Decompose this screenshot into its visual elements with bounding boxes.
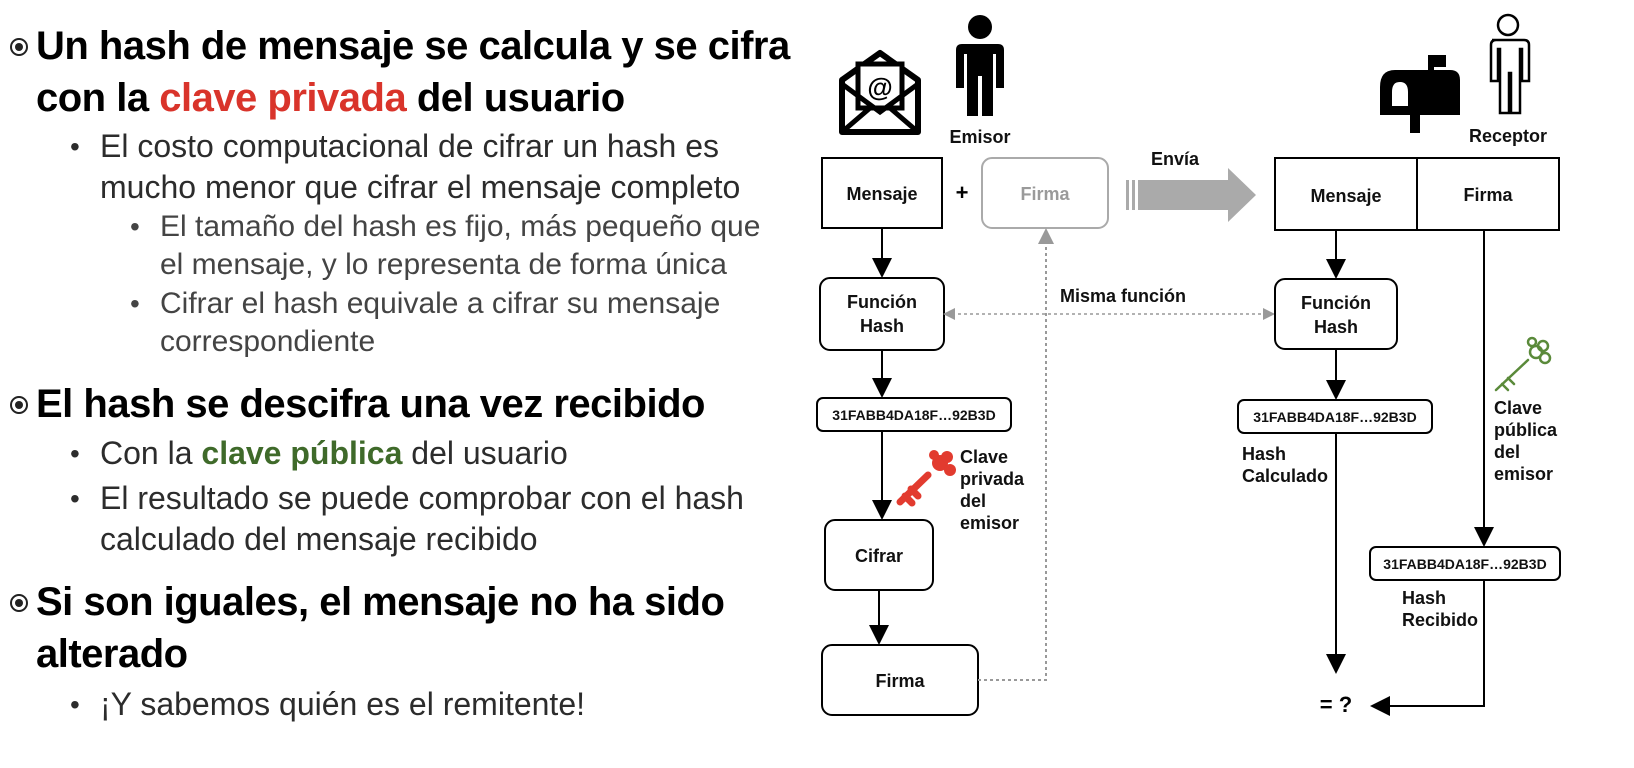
sub-bullet-hash-equivalent: •Cifrar el hash equivale a cifrar su men… — [130, 287, 721, 358]
mailbox-icon — [1380, 55, 1460, 133]
private-key-highlight: clave privada — [159, 76, 407, 120]
sender-hash-value-box — [816, 397, 1012, 432]
svg-text:Clave: Clave — [960, 447, 1008, 467]
received-hash-value: 31FABB4DA18F…92B3D — [1383, 556, 1546, 572]
sender-message-box — [821, 157, 943, 229]
signature-to-ghost-connector — [978, 228, 1054, 681]
green-key-icon — [1494, 336, 1552, 392]
receiver-hash-function-label-1: Función — [1301, 293, 1371, 313]
svg-text:emisor: emisor — [960, 513, 1019, 533]
bullet-circle-icon — [10, 396, 28, 414]
bullet-3: Si son iguales, el mensaje no ha sido al… — [10, 576, 756, 680]
svg-text:del: del — [1494, 442, 1520, 462]
receiver-signature-box — [1416, 157, 1560, 231]
ghost-signature-label: Firma — [1020, 184, 1070, 204]
sender-hash-function-label-1: Función — [847, 292, 917, 312]
sub-bullet-hash-size: •El tamaño del hash es fijo, más pequeño… — [130, 210, 761, 281]
received-hash-value-box — [1369, 546, 1561, 581]
signature-label: Firma — [875, 671, 925, 691]
receiver-message-box — [1274, 157, 1418, 231]
svg-text:emisor: emisor — [1494, 464, 1553, 484]
send-label: Envía — [1151, 149, 1200, 169]
receiver-hash-function-label-2: Hash — [1314, 317, 1358, 337]
sender-message-label: Mensaje — [846, 184, 917, 204]
sender-label: Emisor — [949, 127, 1010, 147]
envelope-at-icon: @ — [839, 50, 921, 135]
person-icon — [956, 15, 1004, 116]
bullet-2-title: El hash se descifra una vez recibido — [36, 382, 705, 426]
sub-bullet-cost: •El costo computacional de cifrar un has… — [70, 128, 741, 205]
sender-hash-value: 31FABB4DA18F…92B3D — [832, 407, 995, 423]
plus-sign: + — [956, 180, 969, 205]
bullet-circle-icon — [10, 38, 28, 56]
bullet-1-title: Un hash de mensaje se calcula y se cifra… — [36, 24, 790, 120]
svg-text:Hash: Hash — [1402, 588, 1446, 608]
encrypt-label: Cifrar — [855, 546, 903, 566]
svg-text:Hash: Hash — [1242, 444, 1286, 464]
sender-hash-function-label-2: Hash — [860, 316, 904, 336]
bullet-2: El hash se descifra una vez recibido — [10, 378, 836, 430]
svg-text:pública: pública — [1494, 420, 1558, 440]
svg-text:Clave: Clave — [1494, 398, 1542, 418]
computed-hash-value: 31FABB4DA18F…92B3D — [1253, 409, 1416, 425]
red-key-icon — [896, 450, 956, 507]
received-hash-label: Hash Recibido — [1402, 588, 1478, 630]
receiver-signature-label: Firma — [1463, 185, 1513, 205]
svg-text:privada: privada — [960, 469, 1025, 489]
send-arrow-icon — [1126, 168, 1256, 222]
svg-text:@: @ — [867, 72, 892, 102]
sub-bullet-sender-known: •¡Y sabemos quién es el remitente! — [70, 686, 585, 722]
computed-hash-label: Hash Calculado — [1242, 444, 1328, 486]
svg-text:Calculado: Calculado — [1242, 466, 1328, 486]
public-key-highlight: clave pública — [201, 435, 403, 471]
compare-label: = ? — [1320, 692, 1352, 717]
svg-text:Recibido: Recibido — [1402, 610, 1478, 630]
bullet-3-title: Si son iguales, el mensaje no ha sido al… — [36, 580, 725, 676]
receiver-hash-function-box — [1274, 278, 1398, 350]
receiver-message-label: Mensaje — [1310, 186, 1381, 206]
person-outline-icon — [1489, 13, 1531, 115]
sub-bullet-compare: •El resultado se puede comprobar con el … — [70, 480, 744, 557]
public-key-label: Clave pública del emisor — [1494, 398, 1558, 484]
private-key-label: Clave privada del emisor — [960, 447, 1025, 533]
sender-hash-function-box — [819, 277, 945, 351]
same-function-label: Misma función — [1060, 286, 1186, 306]
bullet-circle-icon — [10, 594, 28, 612]
bullet-1: Un hash de mensaje se calcula y se cifra… — [10, 20, 806, 124]
svg-text:del: del — [960, 491, 986, 511]
receiver-label: Receptor — [1469, 126, 1547, 146]
sub-bullet-public-key: •Con la clave pública del usuario — [70, 435, 568, 471]
